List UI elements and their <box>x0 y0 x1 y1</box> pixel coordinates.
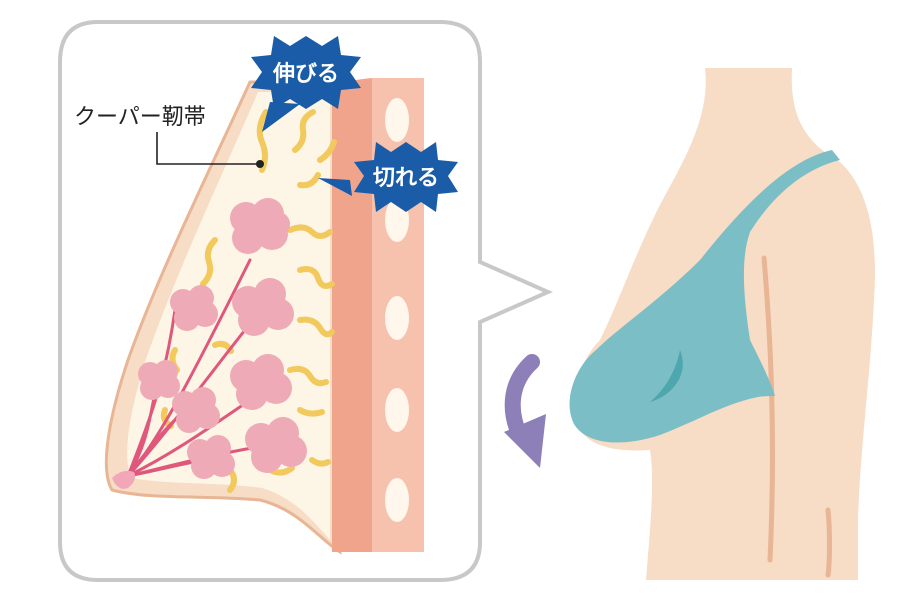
back-line <box>825 507 832 578</box>
stretch-burst: 伸びる <box>251 36 361 132</box>
rib <box>385 478 409 522</box>
bra <box>569 150 840 443</box>
tear-burst: 切れる <box>318 142 458 212</box>
bra-crease <box>650 350 683 402</box>
rib <box>385 296 409 340</box>
leader-line <box>156 132 258 165</box>
chest-wall-muscle <box>332 78 372 552</box>
rib <box>385 98 409 142</box>
burst-tail <box>318 178 352 196</box>
rib <box>385 388 409 432</box>
burst-tail <box>262 102 300 132</box>
torso-side-view <box>569 68 875 580</box>
leader-dot <box>256 160 264 168</box>
cooper-ligament-label: クーパー靭帯 <box>74 105 206 130</box>
cooper-ligament-callout: クーパー靭帯 <box>74 105 264 168</box>
stretch-label: 伸びる <box>272 62 339 87</box>
bra-band <box>740 340 775 400</box>
burst-shape <box>251 36 361 109</box>
tear-label: 切れる <box>373 166 439 191</box>
sagging-arrow-icon <box>504 354 546 468</box>
gland-lobules <box>138 198 307 479</box>
burst-shape <box>354 142 458 212</box>
nipple <box>112 470 136 489</box>
